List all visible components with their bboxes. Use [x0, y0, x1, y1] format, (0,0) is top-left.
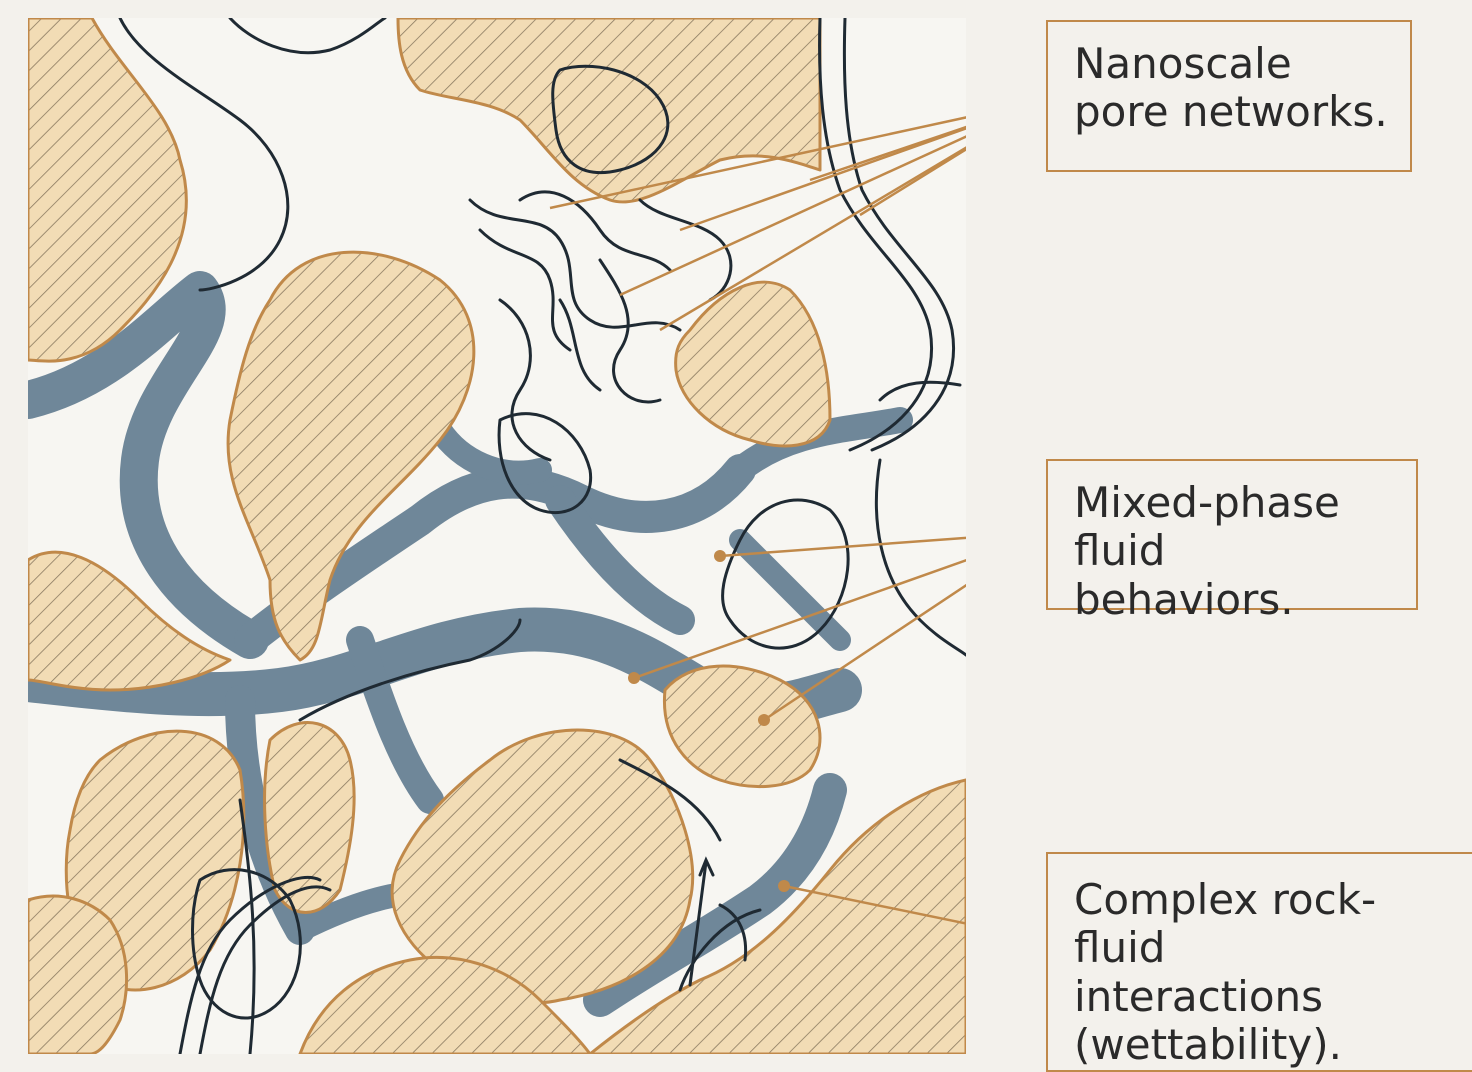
callout-line: Nanoscale [1074, 40, 1388, 88]
callout-line: (wettability). [1074, 1021, 1464, 1069]
leader-dot [758, 714, 770, 726]
callout-rock-fluid-interactions: Complex rock-fluid interactions (wettabi… [1046, 852, 1472, 1072]
callout-line: fluid behaviors. [1074, 527, 1394, 624]
callout-line: Mixed-phase [1074, 479, 1394, 527]
callout-nanoscale-pore-networks: Nanoscale pore networks. [1046, 20, 1412, 172]
leader-dot [714, 550, 726, 562]
callout-mixed-phase-fluid-behaviors: Mixed-phase fluid behaviors. [1046, 459, 1418, 610]
callout-line: Complex rock-fluid [1074, 876, 1464, 973]
leader-dot [778, 880, 790, 892]
callout-line: interactions [1074, 973, 1464, 1021]
leader-dot [628, 672, 640, 684]
callout-line: pore networks. [1074, 88, 1388, 136]
